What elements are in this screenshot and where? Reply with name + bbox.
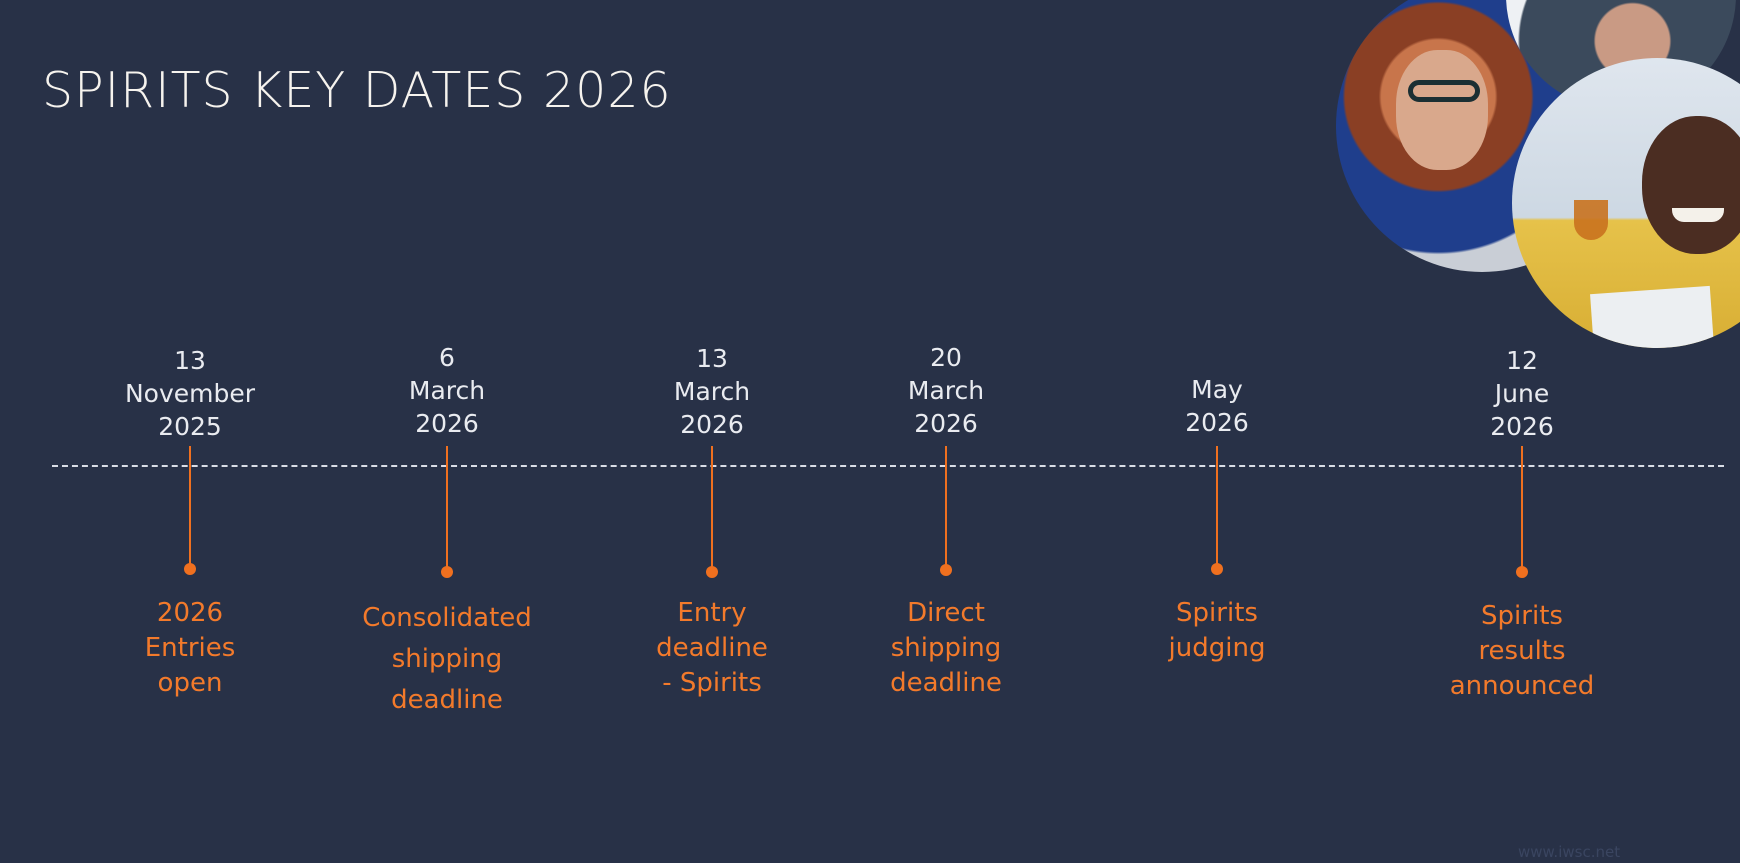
event-date-line: 2026 xyxy=(914,409,978,438)
event-date-line: March xyxy=(408,376,486,405)
event-label-line: - Spirits xyxy=(662,668,762,698)
event-label-line: 2026 xyxy=(156,598,224,628)
timeline-dashed-line xyxy=(52,465,1724,467)
tablet-shape xyxy=(1590,285,1714,348)
event-label-line: open xyxy=(157,668,223,698)
event-date-line: 13 xyxy=(174,346,206,375)
event-connector xyxy=(189,446,191,569)
event-label: Spirits judging xyxy=(1107,596,1327,666)
event-dot xyxy=(1211,563,1223,575)
event-label-line: Spirits xyxy=(1176,598,1258,628)
event-dot xyxy=(1516,566,1528,578)
event-dot xyxy=(706,566,718,578)
event-label: Direct shipping deadline xyxy=(836,596,1056,701)
event-dot xyxy=(940,564,952,576)
spirit-glass-shape xyxy=(1574,200,1608,240)
event-connector xyxy=(711,446,713,572)
page-title: SPIRITS KEY DATES 2026 xyxy=(42,62,672,119)
event-label-line: Direct xyxy=(907,598,985,628)
event-label-line: Entry xyxy=(677,598,747,628)
event-label-line: announced xyxy=(1449,671,1595,701)
event-dot xyxy=(441,566,453,578)
head-shape xyxy=(1642,116,1740,254)
event-date-line: 20 xyxy=(930,343,962,372)
event-date-line: 2026 xyxy=(680,410,744,439)
event-label-line: deadline xyxy=(656,633,768,663)
event-label-line: shipping xyxy=(391,644,503,674)
watermark: www.iwsc.net xyxy=(1518,843,1621,861)
event-label-line: deadline xyxy=(391,685,503,715)
event-date-line: 13 xyxy=(696,344,728,373)
event-label-line: Entries xyxy=(144,633,236,663)
event-label: Consolidated shipping deadline xyxy=(337,598,557,721)
event-label-line: Consolidated xyxy=(362,603,532,633)
event-date-line: May xyxy=(1191,375,1243,404)
event-label-line: judging xyxy=(1168,633,1266,663)
event-connector xyxy=(446,446,448,572)
event-date: May 2026 xyxy=(1117,373,1317,439)
event-date-line: 2025 xyxy=(158,412,222,441)
event-date-line: March xyxy=(673,377,751,406)
event-connector xyxy=(1216,446,1218,569)
event-date-line: 12 xyxy=(1506,346,1538,375)
event-date-line: 2026 xyxy=(1490,412,1554,441)
event-label-line: deadline xyxy=(890,668,1002,698)
event-label-line: Spirits xyxy=(1481,601,1563,631)
photo-man-smiling-with-glass xyxy=(1512,58,1740,348)
event-date-line: March xyxy=(907,376,985,405)
event-connector xyxy=(1521,446,1523,572)
event-date-line: 2026 xyxy=(415,409,479,438)
event-connector xyxy=(945,446,947,570)
event-label-line: results xyxy=(1478,636,1566,666)
event-date-line: November xyxy=(124,379,256,408)
smile-shape xyxy=(1672,208,1724,222)
event-dot xyxy=(184,563,196,575)
event-date-line: 2026 xyxy=(1185,408,1249,437)
face-shape xyxy=(1396,50,1488,170)
event-label-line: shipping xyxy=(890,633,1002,663)
event-date-line: 6 xyxy=(439,343,455,372)
event-label: Spirits results announced xyxy=(1412,599,1632,704)
event-label: Entry deadline - Spirits xyxy=(602,596,822,701)
event-date-line: June xyxy=(1494,379,1550,408)
glasses-shape xyxy=(1408,80,1480,102)
